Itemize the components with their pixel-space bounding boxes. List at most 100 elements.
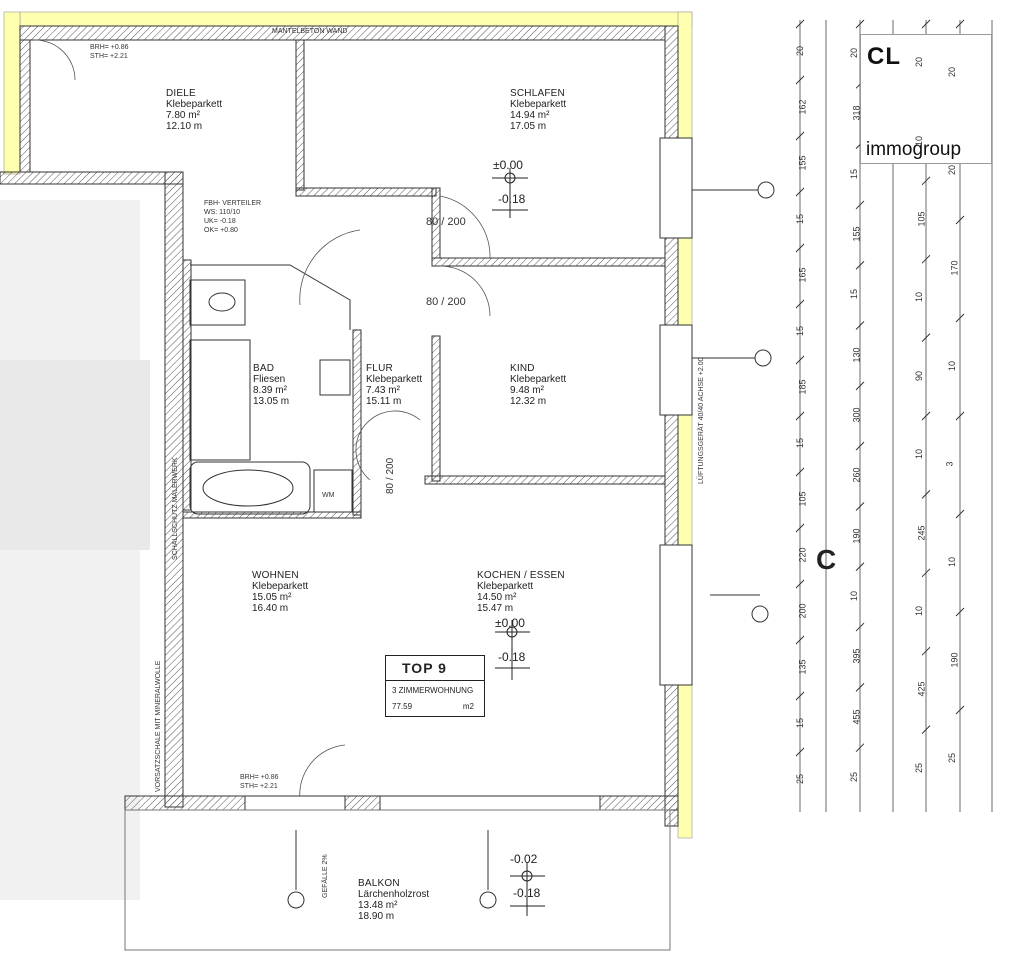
logo-name: immogroup: [866, 139, 962, 160]
dimension-label: 300: [851, 407, 862, 423]
room-floor: Lärchenholzrost: [358, 889, 430, 900]
door-swings: [34, 39, 491, 801]
room-perimeter: 15.11 m: [366, 396, 402, 407]
note-verteiler: UK= -0.18: [204, 218, 236, 225]
room-name: SCHLAFEN: [510, 88, 565, 99]
room-area: 9.48 m²: [510, 385, 544, 396]
dimension-label: 425: [916, 681, 927, 697]
room-floor: Klebeparkett: [166, 99, 223, 110]
dimension-label: 190: [851, 528, 862, 544]
dimension-label: 10: [914, 449, 925, 460]
dimension-tick: [795, 355, 805, 365]
room-name: BALKON: [358, 878, 400, 889]
dimension-tick: [955, 509, 965, 519]
divider: [386, 680, 484, 681]
room-perimeter: 16.40 m: [252, 603, 289, 614]
dimension-label: 165: [797, 267, 808, 283]
dimension-tick: [855, 19, 865, 29]
dimension-tick: [855, 260, 865, 270]
insulation-top: [19, 11, 693, 27]
dimension-tick: [855, 381, 865, 391]
note-schallschutz: SCHALLSCHUTZ MALERWERK: [172, 457, 179, 560]
note-gefaelle: GEFÄLLE 2%: [322, 854, 329, 898]
insulation-left: [3, 11, 21, 175]
note-sth: STH= +2.21: [90, 53, 128, 60]
dimension-tick: [921, 490, 931, 499]
wall-note: MANTELBETON WAND: [272, 28, 348, 35]
dimension-tick: [855, 441, 865, 451]
dimension-tick: [795, 467, 805, 477]
dimension-label: 455: [851, 709, 862, 725]
dimension-label: 190: [949, 652, 960, 668]
room-area: 7.43 m²: [366, 385, 400, 396]
dimension-label: 162: [797, 99, 808, 115]
note-vorsatz: VORSATZSCHALE MIT MINERALWOLLE: [155, 660, 162, 792]
apartment-top-label: TOP 9: [402, 660, 447, 676]
dimension-tick: [855, 502, 865, 511]
room-perimeter: 18.90 m: [358, 911, 395, 922]
room-floor: Klebeparkett: [510, 99, 567, 110]
door-size: 80 / 200: [426, 296, 466, 308]
dimension-tick: [955, 411, 965, 421]
level-label: -0.18: [498, 192, 526, 206]
dimension-tick: [795, 747, 805, 757]
dimension-label: 25: [795, 773, 806, 785]
dimension-label: 170: [949, 260, 960, 276]
apartment-area: 77.59: [392, 702, 413, 711]
room-area: 13.48 m²: [358, 900, 398, 911]
dimension-label: 10: [914, 292, 925, 303]
dimension-tick: [921, 333, 931, 342]
dimension-label: 185: [797, 379, 808, 395]
room-floor: Fliesen: [253, 374, 286, 385]
dimension-label: 220: [797, 547, 808, 563]
room-name: KOCHEN / ESSEN: [477, 570, 565, 581]
room-area: 15.05 m²: [252, 592, 292, 603]
room-name: FLUR: [366, 363, 393, 374]
dimension-label: 260: [851, 467, 862, 483]
note-verteiler: FBH- VERTEILER: [204, 200, 262, 207]
room-floor: Klebeparkett: [477, 581, 534, 592]
dimension-label: 15: [795, 717, 806, 729]
dimension-tick: [921, 19, 931, 29]
dimension-tick: [795, 411, 805, 421]
dimension-tick: [855, 743, 865, 753]
level-markers: [492, 168, 545, 916]
dimension-tick: [855, 200, 865, 210]
dimension-label: 20: [849, 48, 860, 59]
dimension-label: 10: [849, 590, 860, 601]
dimension-label: 155: [851, 226, 862, 242]
dimension-label: 20: [795, 45, 806, 57]
background-shape: [0, 360, 150, 550]
logo-mark: CL: [867, 43, 901, 70]
dimension-label: 15: [849, 168, 860, 179]
apartment-area-unit: m2: [462, 702, 474, 711]
level-label: -0.18: [498, 650, 526, 664]
door-size: 80 / 200: [426, 216, 466, 228]
room-perimeter: 17.05 m: [510, 121, 547, 132]
room-perimeter: 12.10 m: [166, 121, 203, 132]
dimension-label: 10: [947, 556, 958, 568]
room-name: KIND: [510, 363, 535, 374]
note-verteiler: OK= +0.80: [204, 227, 238, 234]
dimension-label: 10: [914, 605, 925, 617]
dimension-tick: [795, 75, 805, 85]
dimension-tick: [795, 523, 805, 533]
dimension-tick: [921, 176, 931, 186]
dimension-label: 20: [947, 66, 958, 78]
dimension-tick: [795, 691, 805, 701]
room-floor: Klebeparkett: [252, 581, 309, 592]
room-flur: FLUR Klebeparkett 7.43 m² 15.11 m: [366, 363, 422, 407]
dimension-label: 25: [947, 752, 958, 764]
room-perimeter: 15.47 m: [477, 603, 514, 614]
room-perimeter: 13.05 m: [253, 396, 290, 407]
insulation-right: [677, 11, 693, 839]
dimension-tick: [955, 607, 965, 617]
dimension-label: 395: [851, 648, 862, 664]
level-label: ±0.00: [495, 616, 525, 630]
dimension-label: 15: [849, 289, 860, 300]
dimension-label: 10: [947, 360, 958, 372]
dimension-label: 318: [851, 105, 862, 121]
room-kind: KIND Klebeparkett 9.48 m² 12.32 m: [510, 363, 566, 407]
dimension-tick: [955, 215, 965, 225]
